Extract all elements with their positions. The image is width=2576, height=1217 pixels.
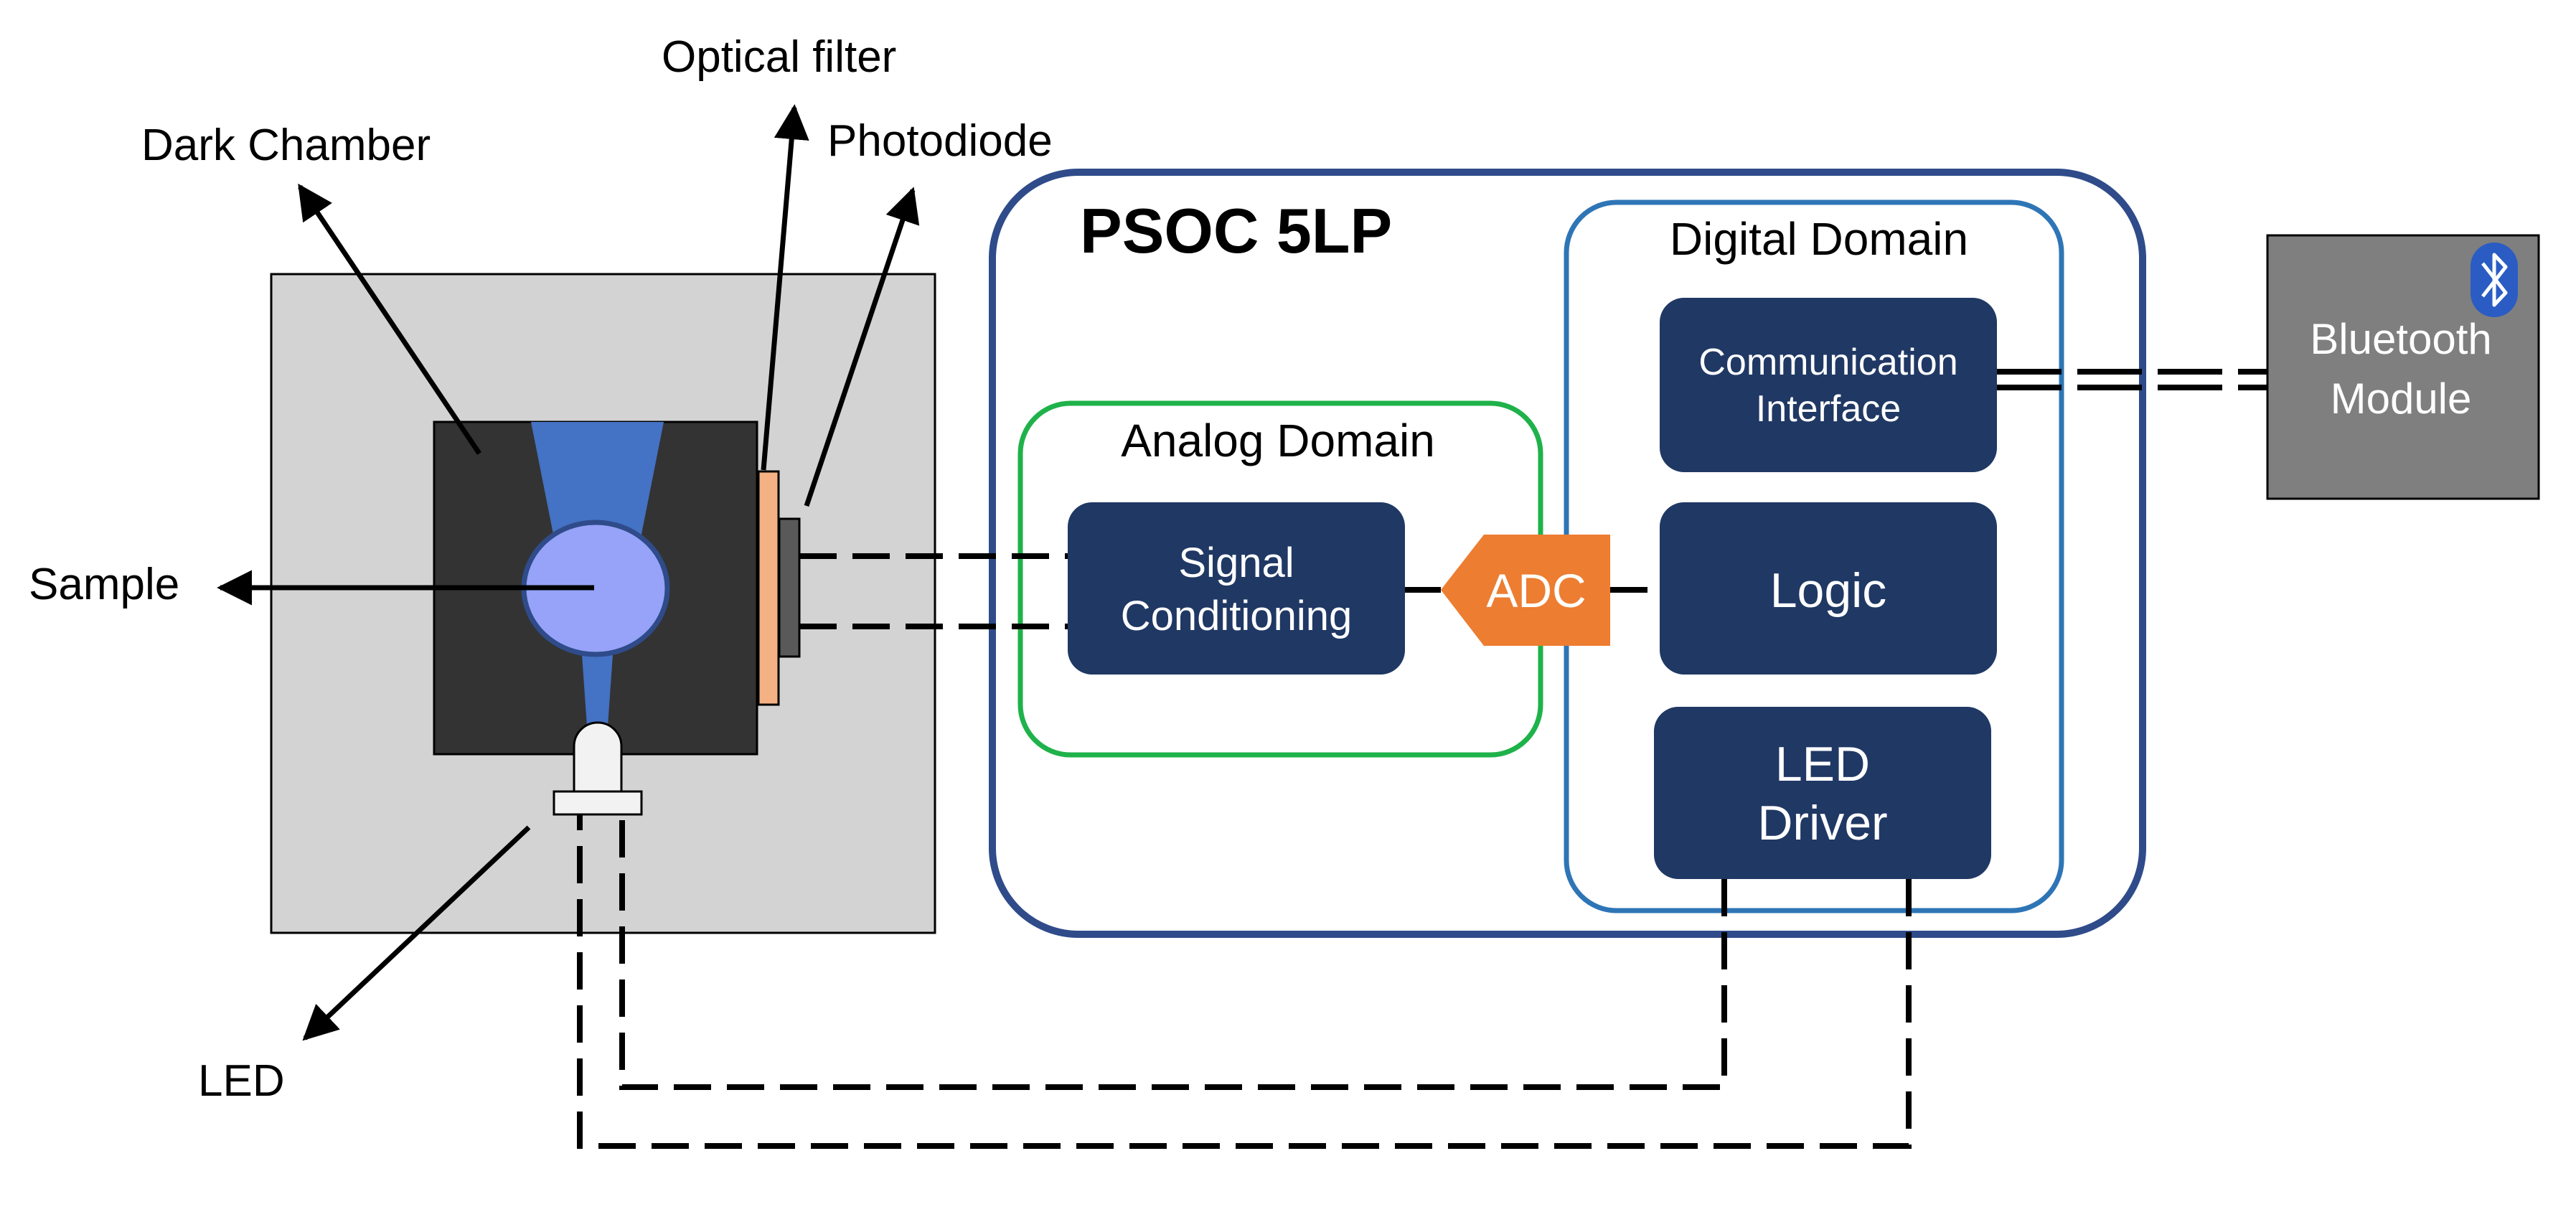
label-photodiode: Photodiode	[827, 116, 1053, 166]
bluetooth-label-2: Module	[2331, 375, 2472, 423]
led-base	[553, 790, 643, 816]
analog-domain-label: Analog Domain	[1121, 415, 1435, 466]
led-driver-block	[1654, 707, 1991, 879]
digital-domain-label: Digital Domain	[1670, 213, 1968, 265]
bluetooth-icon	[2471, 243, 2518, 317]
label-sample: Sample	[29, 560, 179, 609]
logic-block	[1660, 502, 1997, 675]
label-dark-chamber: Dark Chamber	[141, 121, 431, 170]
wire-led-driver-inner	[619, 814, 1727, 1090]
bus-comm-to-bluetooth	[1997, 369, 2267, 390]
signal-conditioning-label-1: Signal	[1178, 540, 1294, 586]
logic-label: Logic	[1770, 563, 1887, 618]
label-optical-filter: Optical filter	[662, 32, 896, 82]
dashed-connections	[577, 553, 1912, 1149]
bluetooth-label-1: Bluetooth	[2310, 315, 2492, 363]
photodiode	[778, 517, 801, 658]
led-driver-label-2: Driver	[1757, 796, 1887, 850]
led-driver-label-1: LED	[1775, 737, 1870, 791]
adc-block	[1441, 535, 1610, 646]
arrow-led	[302, 825, 531, 1041]
arrow-photodiode	[804, 187, 920, 507]
signal-conditioning-label-2: Conditioning	[1121, 593, 1352, 639]
wire-led-driver-outer	[577, 814, 1912, 1149]
adc-label: ADC	[1486, 564, 1586, 617]
arrow-dark-chamber	[298, 183, 481, 455]
psoc-title: PSOC 5LP	[1080, 195, 1392, 266]
communication-interface-label-2: Interface	[1756, 388, 1901, 430]
label-led: LED	[198, 1056, 285, 1106]
optical-filter	[757, 470, 780, 706]
signal-conditioning-block	[1068, 502, 1405, 675]
led-component	[573, 721, 623, 793]
communication-interface-label-1: Communication	[1698, 342, 1957, 383]
communication-interface-block	[1660, 298, 1997, 472]
arrow-optical-filter	[761, 104, 809, 471]
